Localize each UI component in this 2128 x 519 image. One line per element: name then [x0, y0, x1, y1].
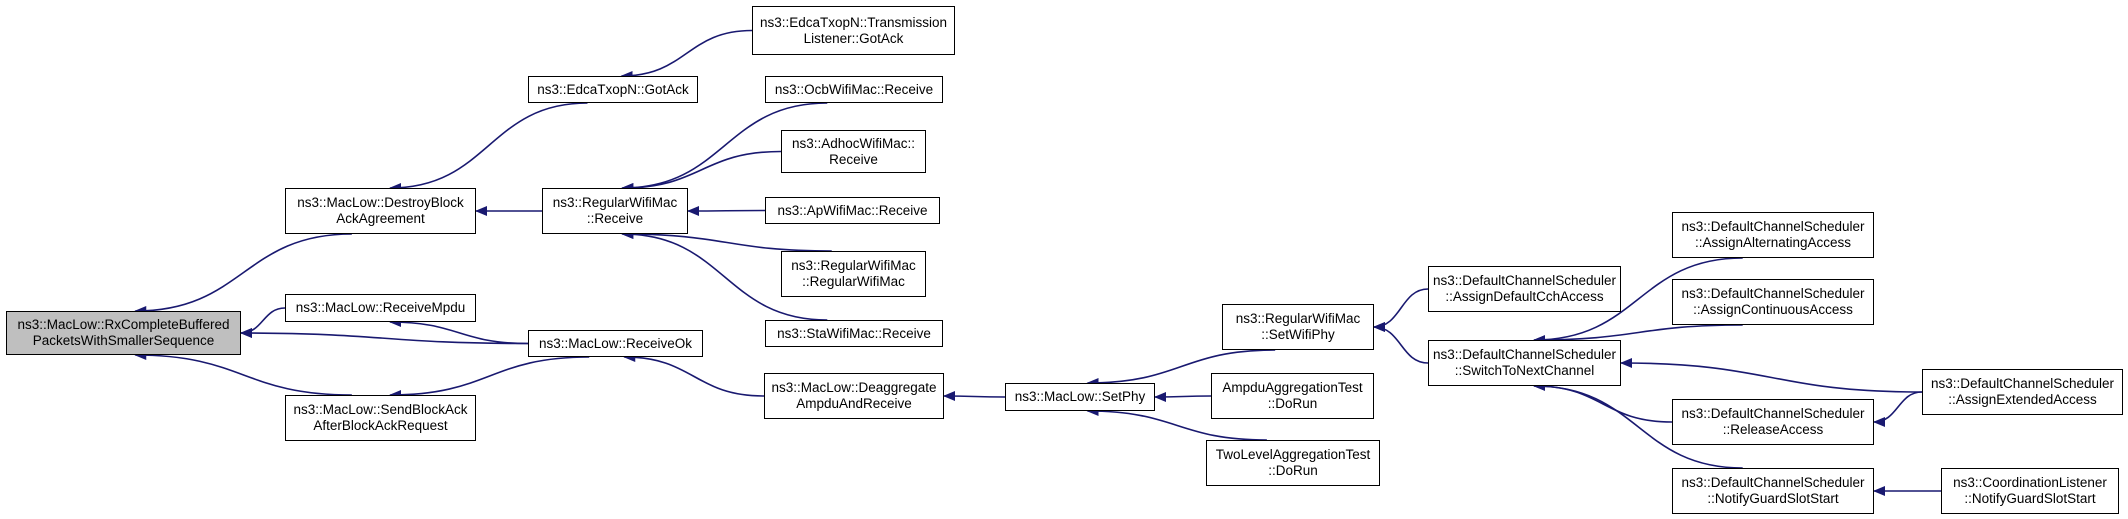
node-assignext[interactable]: ns3::DefaultChannelScheduler::AssignExte…	[1922, 369, 2123, 415]
node-label-line: PacketsWithSmallerSequence	[32, 333, 215, 348]
node-ampdutest[interactable]: AmpduAggregationTest::DoRun	[1211, 373, 1374, 419]
node-label-line: ns3::OcbWifiMac::Receive	[774, 81, 934, 97]
edge-sta-to-regreceive	[621, 229, 828, 321]
node-label-line: ::SwitchToNextChannel	[1454, 363, 1595, 378]
node-label-line: ::NotifyGuardSlotStart	[1964, 491, 2096, 506]
edge-setwifiphy-to-setphy	[1086, 349, 1276, 388]
node-label-line: ns3::CoordinationListener	[1953, 475, 2107, 490]
node-label-line: ns3::DefaultChannelScheduler	[1432, 347, 1617, 362]
node-label-line: ns3::DefaultChannelScheduler	[1681, 406, 1865, 421]
node-label-line: ns3::EdcaTxopN::GotAck	[537, 81, 689, 97]
edge-notifyguard-to-switchnext	[1533, 381, 1743, 469]
node-label-line: Receive	[829, 151, 878, 167]
node-label-line: ::AssignContinuousAccess	[1693, 302, 1853, 317]
edge-ocb-to-regreceive	[621, 102, 828, 193]
node-assigndefcch[interactable]: ns3::DefaultChannelScheduler::AssignDefa…	[1428, 266, 1621, 312]
edge-adhoc-to-regreceive	[621, 150, 782, 193]
node-label-line: ns3::MacLow::Deaggregate	[771, 380, 937, 395]
node-label-line: ns3::MacLow::ReceiveOk	[538, 335, 693, 351]
node-label-line: ns3::DefaultChannelScheduler	[1681, 475, 1865, 490]
node-label-line: ns3::MacLow::ReceiveMpdu	[295, 300, 466, 315]
node-sta[interactable]: ns3::StaWifiMac::Receive	[765, 320, 943, 347]
node-label-line: ns3::RegularWifiMac	[1235, 311, 1361, 326]
edge-assigncont-to-switchnext	[1533, 324, 1743, 345]
node-label-line: ns3::MacLow::DestroyBlock	[297, 195, 464, 210]
node-label-line: AmpduAndReceive	[796, 396, 912, 411]
node-setwifiphy[interactable]: ns3::RegularWifiMac::SetWifiPhy	[1222, 304, 1374, 350]
edge-release-to-switchnext	[1533, 381, 1673, 423]
node-label-line: ns3::RegularWifiMac	[552, 195, 678, 210]
edge-regctor-to-regreceive	[621, 229, 832, 252]
node-label-line: TwoLevelAggregationTest	[1215, 447, 1371, 462]
node-label-line: ns3::MacLow::RxCompleteBuffered	[17, 317, 230, 332]
node-label-line: ns3::DefaultChannelScheduler	[1930, 376, 2115, 391]
node-label-line: ns3::MacLow::SendBlockAck	[293, 402, 468, 417]
node-label-line: ::DoRun	[1267, 396, 1318, 411]
node-twoleveltest[interactable]: TwoLevelAggregationTest::DoRun	[1206, 440, 1380, 486]
node-regctor[interactable]: ns3::RegularWifiMac::RegularWifiMac	[781, 251, 926, 297]
node-label-line: ::RegularWifiMac	[802, 274, 905, 289]
edge-assignext-to-release	[1873, 391, 1923, 427]
edge-ap-to-regreceive	[687, 205, 766, 216]
node-edcagotack[interactable]: ns3::EdcaTxopN::GotAck	[528, 76, 698, 103]
node-adhoc[interactable]: ns3::AdhocWifiMac::Receive	[781, 130, 926, 173]
node-label-line: ::SetWifiPhy	[1261, 327, 1335, 342]
edge-receivempdu-to-root	[240, 307, 286, 338]
edge-deagg-to-receiveok	[623, 352, 765, 397]
edge-assignalt-to-switchnext	[1533, 257, 1743, 345]
node-label-line: ns3::DefaultChannelScheduler	[1681, 286, 1865, 301]
edge-switchnext-to-setwifiphy	[1373, 322, 1429, 364]
edge-receiveok-to-root	[240, 328, 529, 345]
node-label-line: ns3::RegularWifiMac	[791, 258, 916, 273]
node-label-line: Listener::GotAck	[803, 30, 904, 46]
node-label-line: ns3::DefaultChannelScheduler	[1432, 273, 1617, 288]
node-label-line: ns3::MacLow::SetPhy	[1014, 389, 1146, 404]
edge-sendblockack-to-root	[134, 350, 352, 396]
edge-edcagotack-to-destroy	[389, 102, 588, 193]
node-ocb[interactable]: ns3::OcbWifiMac::Receive	[765, 76, 943, 103]
node-receivempdu[interactable]: ns3::MacLow::ReceiveMpdu	[285, 294, 476, 322]
node-label-line: ::AssignExtendedAccess	[1948, 392, 2097, 407]
node-switchnext[interactable]: ns3::DefaultChannelScheduler::SwitchToNe…	[1428, 340, 1621, 386]
edge-receiveok-to-receivempdu	[389, 317, 529, 345]
node-label-line: ::DoRun	[1268, 463, 1318, 478]
node-receiveok[interactable]: ns3::MacLow::ReceiveOk	[528, 330, 703, 357]
edge-assigndefcch-to-setwifiphy	[1373, 288, 1429, 332]
node-regreceive[interactable]: ns3::RegularWifiMac::Receive	[542, 188, 688, 234]
node-label-line: ::Receive	[586, 211, 644, 226]
node-label-line: AckAgreement	[336, 211, 425, 226]
edge-translistener-to-edcagotack	[620, 29, 753, 81]
node-label-line: ::NotifyGuardSlotStart	[1707, 491, 1839, 506]
node-setphy[interactable]: ns3::MacLow::SetPhy	[1005, 383, 1155, 411]
edge-ampdutest-to-setphy	[1154, 391, 1212, 402]
node-ap[interactable]: ns3::ApWifiMac::Receive	[765, 197, 940, 224]
node-label-line: AmpduAggregationTest	[1222, 380, 1363, 395]
node-label-line: ::ReleaseAccess	[1722, 422, 1824, 437]
edge-setphy-to-deagg	[943, 391, 1006, 402]
node-label-line: ns3::EdcaTxopN::Transmission	[759, 14, 948, 30]
edge-assignext-to-switchnext	[1620, 358, 1923, 393]
edge-receiveok-to-sendblockack	[389, 356, 590, 400]
node-label-line: AfterBlockAckRequest	[313, 418, 448, 433]
node-label-line: ns3::ApWifiMac::Receive	[777, 202, 928, 218]
node-assigncont[interactable]: ns3::DefaultChannelScheduler::AssignCont…	[1672, 279, 1874, 325]
node-coordlistener[interactable]: ns3::CoordinationListener::NotifyGuardSl…	[1941, 468, 2119, 514]
edge-destroy-to-root	[134, 233, 352, 316]
node-label-line: ::AssignAlternatingAccess	[1694, 235, 1852, 250]
node-label-line: ::AssignDefaultCchAccess	[1445, 289, 1604, 304]
node-label-line: ns3::AdhocWifiMac::	[791, 135, 916, 151]
node-assignalt[interactable]: ns3::DefaultChannelScheduler::AssignAlte…	[1672, 212, 1874, 258]
node-release[interactable]: ns3::DefaultChannelScheduler::ReleaseAcc…	[1672, 399, 1874, 445]
edge-twoleveltest-to-setphy	[1086, 406, 1267, 441]
node-label-line: ns3::DefaultChannelScheduler	[1681, 219, 1865, 234]
node-notifyguard[interactable]: ns3::DefaultChannelScheduler::NotifyGuar…	[1672, 468, 1874, 514]
node-label-line: ns3::StaWifiMac::Receive	[777, 325, 931, 341]
